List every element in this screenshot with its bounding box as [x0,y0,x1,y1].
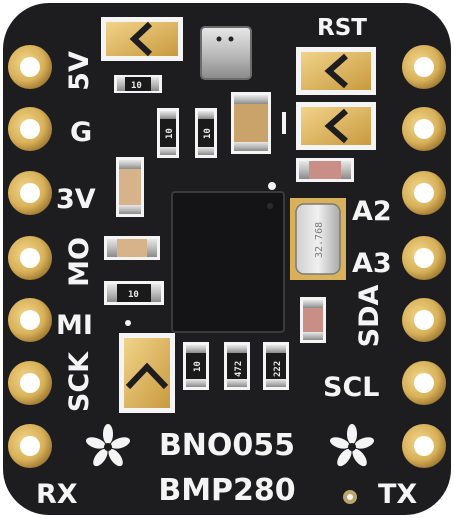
solder-jumper-rst-2 [296,102,376,150]
solder-jumper-top [101,17,183,61]
resistor-r3 [195,108,217,158]
pin-hole [402,298,446,342]
bno055-chip [171,191,285,333]
pin-label-3v: 3V [56,184,96,215]
capacitor-c3 [116,157,144,217]
pin-label-rst: RST [317,15,367,41]
marking-r2: 10 [165,128,175,139]
pin-label-sck: SCK [64,351,95,412]
pin-hole [8,45,52,89]
resistor-r7 [300,297,326,343]
pin-label-a3: A3 [352,248,392,279]
right-pin-row [402,45,446,468]
left-pin-row [8,45,52,468]
pin-label-rx: RX [36,479,78,510]
adafruit-flower-icon [330,424,374,467]
solder-jumper-bottom [119,333,175,413]
pin-label-a2: A2 [352,196,392,227]
resistor-r6 [263,342,289,390]
silk-line [282,112,286,134]
solder-jumper-rst-1 [296,47,376,95]
resistor-r1 [114,75,162,93]
capacitor-c4 [104,236,160,260]
resistor-r2 [157,108,179,158]
resistor-r4 [104,281,164,305]
pin-hole [8,361,52,405]
marking-crystal: 32.768 [314,222,325,258]
pin-label-g: G [70,117,92,148]
pin-hole [8,236,52,280]
pin-hole [8,424,52,468]
pin-label-mi: MI [56,310,93,341]
adafruit-flower-icon [86,424,130,467]
via [268,182,276,190]
pin-hole [8,298,52,342]
marking-r4: 10 [128,290,139,300]
marking-r6: 222 [273,361,283,377]
pin-hole [402,45,446,89]
pin-hole [402,236,446,280]
via [125,320,131,326]
pin-label-tx: TX [378,479,417,510]
crystal-oscillator [290,198,346,280]
bmp280-sensor [200,26,252,80]
pin-hole [402,171,446,215]
marking-r8: 10 [193,361,203,372]
pin-hole [402,361,446,405]
marking-r1: 10 [131,81,142,91]
pin-label-scl: SCL [323,372,379,403]
pin-hole [8,107,52,151]
pin-label-5v: 5V [64,51,95,91]
board-title-line1: BNO055 [159,428,295,463]
pin-hole [402,107,446,151]
board-title-line2: BMP280 [158,473,295,508]
resistor-r8 [183,342,209,390]
pin-hole [402,424,446,468]
pin-hole [8,171,52,215]
resistor-r5 [224,342,250,390]
pin-label-mo: MO [64,237,95,287]
capacitor-c2 [296,158,354,182]
marking-r5: 472 [234,361,244,377]
via [347,494,353,500]
capacitor-c1 [231,92,271,154]
pin-label-sda: SDA [354,285,385,348]
marking-r3: 10 [203,128,213,139]
